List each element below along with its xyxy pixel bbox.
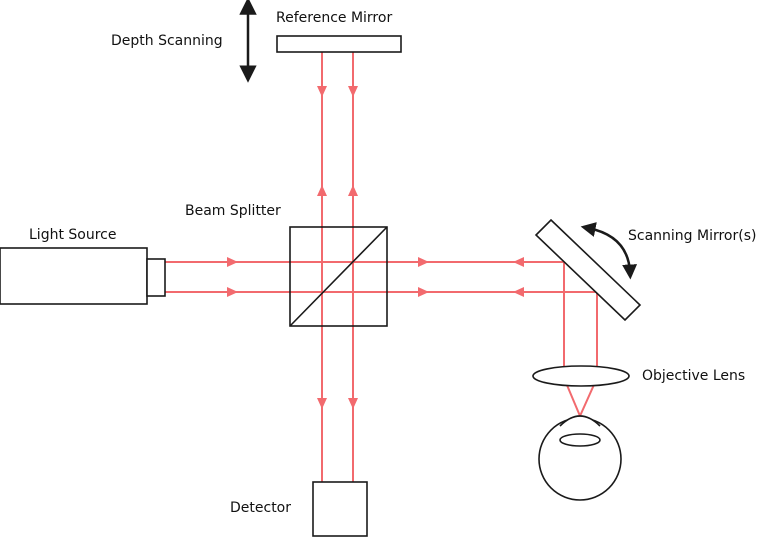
- arrowhead-right: [418, 257, 429, 267]
- beam-splitter-diagonal: [289, 226, 388, 327]
- beam-splitter-label: Beam Splitter: [185, 203, 281, 219]
- arrowhead-down: [348, 86, 358, 97]
- arrowhead-down: [348, 398, 358, 409]
- arrowhead-right: [227, 287, 238, 297]
- eye-cornea: [559, 415, 601, 427]
- arrowhead-right: [227, 257, 238, 267]
- beam-paths: [165, 52, 598, 482]
- objective-lens: [532, 365, 630, 387]
- detector-label: Detector: [230, 500, 292, 516]
- reference-mirror-label: Reference Mirror: [276, 10, 393, 26]
- arrowhead-down: [317, 398, 327, 409]
- eye: [538, 417, 622, 501]
- beam-arrowheads: [227, 86, 524, 409]
- scanning-mirror-label: Scanning Mirror(s): [628, 228, 757, 244]
- arrowhead-down: [317, 86, 327, 97]
- objective-lens-label: Objective Lens: [642, 368, 746, 384]
- beam-splitter: [289, 226, 388, 327]
- eye-lens: [559, 433, 601, 447]
- arrowhead-left: [513, 257, 524, 267]
- light-source-nozzle: [146, 258, 166, 297]
- light-source-label: Light Source: [29, 227, 117, 243]
- reference-mirror: [276, 35, 402, 53]
- scanning-mirror: [534, 218, 642, 322]
- depth-scanning-label: Depth Scanning: [111, 33, 223, 49]
- arrowhead-left: [513, 287, 524, 297]
- arrowhead-right: [418, 287, 429, 297]
- light-source-body: [0, 247, 148, 305]
- components: [0, 35, 642, 537]
- arrowhead-up: [317, 185, 327, 196]
- arrowhead-up: [348, 185, 358, 196]
- detector: [312, 481, 368, 537]
- rotation-arrow: [580, 222, 638, 280]
